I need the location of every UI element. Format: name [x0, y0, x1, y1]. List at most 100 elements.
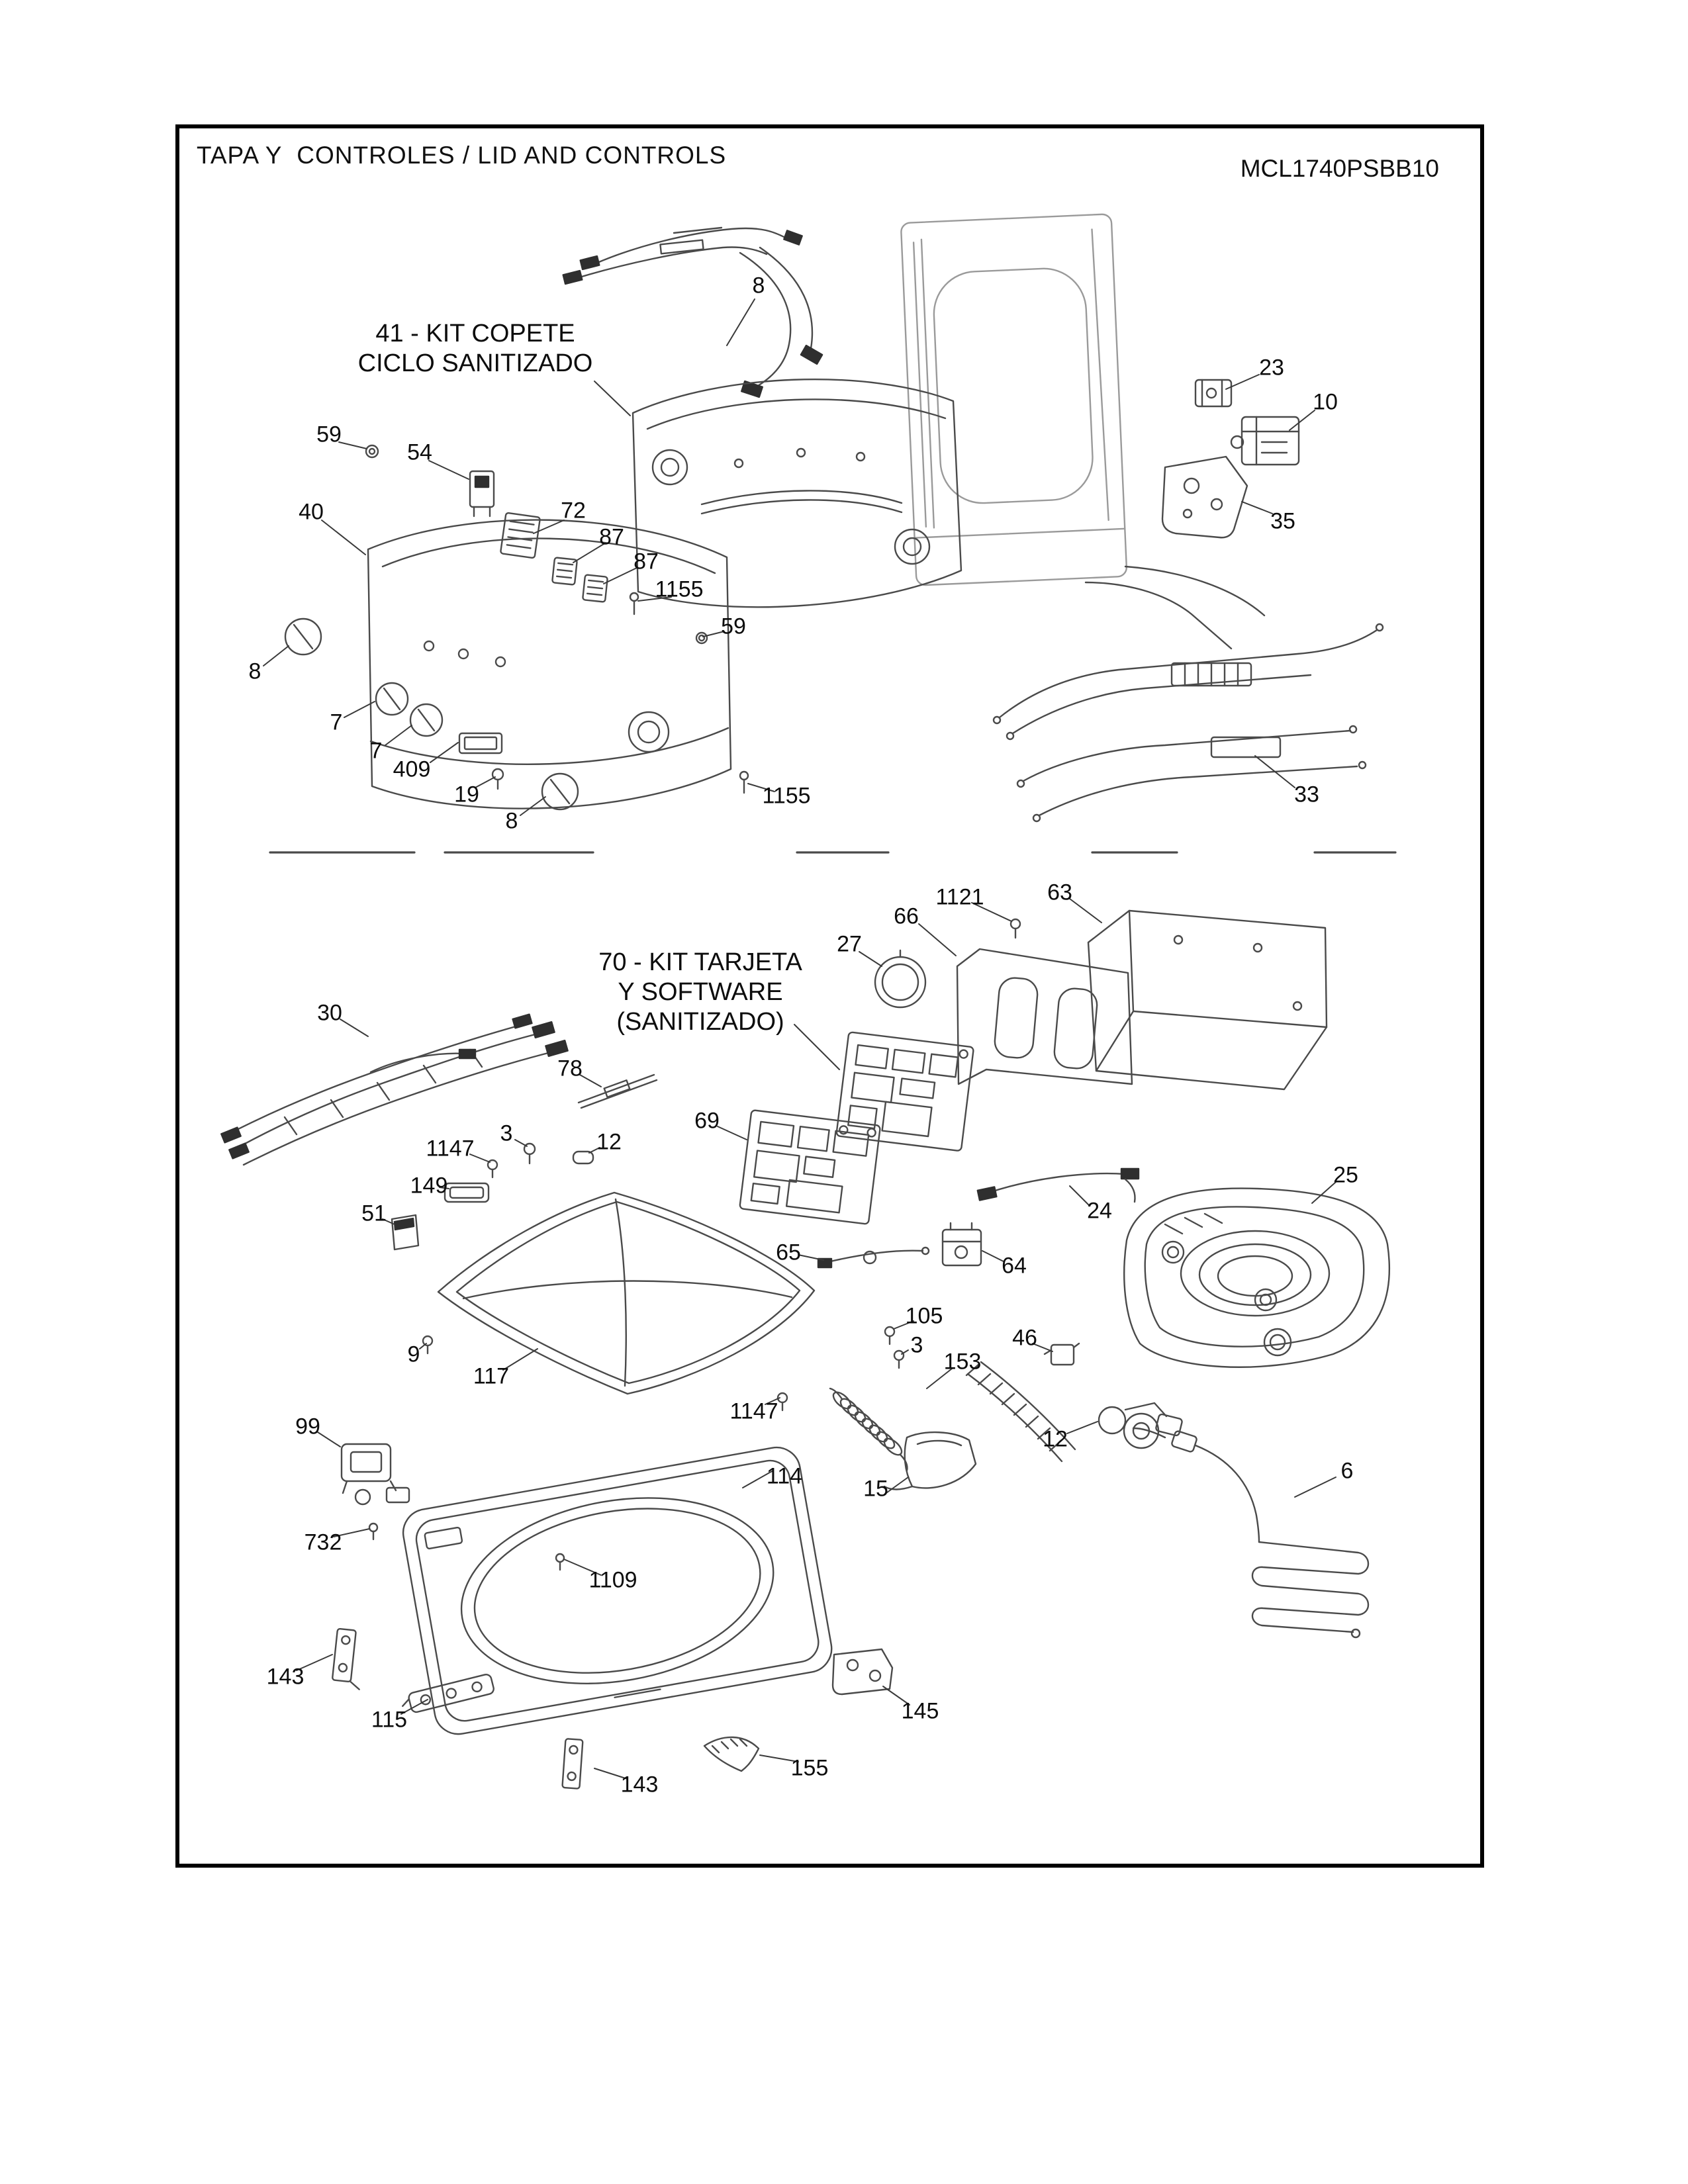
part-callout-143: 143 — [620, 1772, 659, 1797]
part-66-support — [956, 948, 1133, 1085]
part-callout-6: 6 — [1340, 1458, 1354, 1484]
wire-harness-top — [562, 226, 823, 398]
screw-1121 — [1009, 918, 1021, 939]
leader-lines — [263, 298, 1336, 1780]
part-115-hinge — [401, 1674, 494, 1713]
screw-9 — [422, 1335, 434, 1355]
part-51-clip — [391, 1214, 420, 1251]
part-6-hose — [1132, 1427, 1370, 1639]
part-callout-72: 72 — [561, 498, 586, 523]
part-callout-65: 65 — [776, 1240, 801, 1265]
part-143-bracket — [332, 1627, 360, 1690]
part-callout-25: 25 — [1333, 1162, 1358, 1188]
screw-59 — [365, 444, 379, 459]
rear-control-panel — [632, 378, 962, 608]
diagram-border: TAPA Y CONTROLES / LID AND CONTROLS MCL1… — [175, 124, 1484, 1868]
screw-105 — [884, 1326, 896, 1345]
part-callout-9: 9 — [407, 1342, 420, 1367]
part-callout-114: 114 — [766, 1463, 803, 1489]
screw-3 — [523, 1142, 536, 1165]
part-callout-153: 153 — [943, 1349, 982, 1375]
part-callout-1155: 1155 — [655, 576, 704, 602]
part-153-spring — [829, 1387, 908, 1472]
knob — [375, 682, 409, 716]
part-callout-87: 87 — [599, 524, 624, 550]
part-callout-117: 117 — [473, 1363, 510, 1389]
screw-19 — [491, 768, 504, 790]
part-35-bracket — [1161, 455, 1248, 539]
screw-732 — [368, 1522, 379, 1541]
part-12-hose — [965, 1361, 1076, 1463]
part-callout-149: 149 — [410, 1173, 448, 1199]
screw-1155 — [629, 592, 639, 615]
part-callout-1147: 1147 — [729, 1398, 778, 1424]
part-callout-54: 54 — [407, 439, 432, 465]
part-callout-69: 69 — [694, 1108, 720, 1134]
part-12-valve — [1098, 1402, 1183, 1449]
screw-1147 — [776, 1392, 788, 1412]
part-callout-78: 78 — [557, 1056, 583, 1081]
part-callout-33: 33 — [1294, 782, 1319, 807]
part-69-board — [739, 1109, 881, 1225]
part-callout-7: 7 — [330, 709, 343, 735]
part-callout-27: 27 — [837, 931, 862, 957]
part-callout-30: 30 — [317, 1000, 342, 1026]
part-callout-1155: 1155 — [762, 783, 811, 809]
part-callout-64: 64 — [1002, 1253, 1027, 1279]
part-callout-3: 3 — [500, 1120, 513, 1146]
part-87-connector — [582, 574, 608, 603]
part-70-board — [835, 1031, 974, 1152]
part-78-rod — [577, 1073, 658, 1109]
part-117-lid-glass — [437, 1191, 816, 1395]
part-callout-59: 59 — [316, 422, 342, 447]
part-callout-12: 12 — [1043, 1426, 1068, 1452]
part-callout-59: 59 — [721, 614, 746, 639]
part-callout-1109: 1109 — [588, 1567, 637, 1593]
knob — [284, 617, 322, 656]
part-callout-35: 35 — [1270, 508, 1295, 534]
part-63-bracket — [1087, 909, 1328, 1091]
part-callout-99: 99 — [295, 1414, 320, 1439]
part-callout-40: 40 — [299, 499, 324, 525]
part-15-funnel — [883, 1431, 977, 1490]
part-27-knob — [874, 949, 927, 1009]
part-callout-12: 12 — [596, 1129, 622, 1155]
part-callout-1121: 1121 — [935, 884, 984, 910]
screw-1147 — [487, 1159, 498, 1179]
part-149-window — [444, 1182, 490, 1203]
part-callout-732: 732 — [304, 1529, 342, 1555]
screw-1155 — [739, 770, 749, 794]
part-callout-105: 105 — [905, 1303, 943, 1329]
part-145-bracket — [831, 1648, 894, 1696]
part-callout-7: 7 — [369, 738, 383, 764]
cabinet-front-panel — [900, 213, 1128, 586]
knob — [409, 703, 444, 737]
part-12-bushing — [572, 1150, 594, 1165]
part-64-switch — [941, 1222, 982, 1267]
part-99-latch — [340, 1443, 410, 1506]
part-callout-23: 23 — [1259, 355, 1284, 381]
part-54-latch — [469, 470, 495, 518]
screw-3 — [893, 1349, 905, 1369]
part-callout-19: 19 — [454, 782, 479, 807]
wire-harness-30 — [220, 1013, 569, 1166]
part-callout-66: 66 — [894, 903, 919, 929]
screw-59 — [695, 631, 708, 645]
part-72-board — [500, 512, 541, 559]
part-143-bracket — [561, 1738, 584, 1790]
part-155-cap — [703, 1736, 760, 1772]
model-number: MCL1740PSBB10 — [1240, 155, 1439, 182]
part-114-lid — [402, 1446, 833, 1735]
part-callout-24: 24 — [1087, 1198, 1112, 1224]
part-23-switch — [1194, 379, 1233, 408]
part-callout-46: 46 — [1012, 1325, 1037, 1351]
part-callout-145: 145 — [901, 1698, 939, 1724]
part-10-timer — [1230, 416, 1300, 466]
part-callout-155: 155 — [790, 1755, 829, 1781]
diagram-title: TAPA Y CONTROLES / LID AND CONTROLS — [197, 142, 727, 169]
part-callout-8: 8 — [752, 273, 765, 298]
part-callout-8: 8 — [248, 659, 261, 684]
wire-harness-33 — [992, 565, 1384, 823]
